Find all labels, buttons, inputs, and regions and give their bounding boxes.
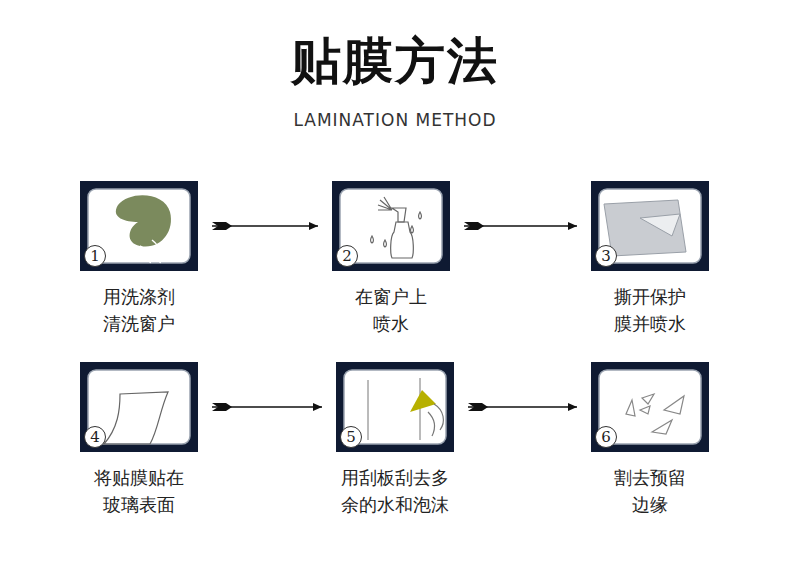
step-arrow (212, 403, 322, 411)
step-panels (80, 181, 709, 452)
step-arrow (464, 222, 577, 230)
step-caption: 在窗户上 喷水 (346, 283, 436, 337)
step-panel: 2 (332, 181, 450, 271)
step-caption: 割去预留 边缘 (605, 464, 695, 518)
step-caption: 用刮板刮去多 余的水和泡沫 (336, 464, 454, 518)
film-sheet (104, 392, 168, 444)
step-number: 4 (84, 426, 106, 448)
step-card: 4 将贴膜贴在 玻璃表面 (80, 362, 198, 518)
window-panes (88, 189, 701, 444)
step-number: 5 (340, 426, 362, 448)
step-arrow (468, 403, 577, 411)
step-caption: 撕开保护 膜并喷水 (605, 283, 695, 337)
page-title: 贴膜方法 (0, 28, 790, 95)
step-card: 6 割去预留 边缘 (591, 362, 709, 518)
step-number: 2 (336, 245, 358, 267)
step-panel: 4 (80, 362, 198, 452)
step-number: 3 (595, 245, 617, 267)
step-card: 5 用刮板刮去多 余的水和泡沫 (336, 362, 454, 518)
step-card: 3 撕开保护 膜并喷水 (591, 181, 709, 337)
spray-bottle (371, 197, 422, 258)
step-panel: 1 (80, 181, 198, 271)
step-number: 6 (595, 426, 617, 448)
sponge-hand (116, 195, 171, 263)
step-caption: 将贴膜贴在 玻璃表面 (84, 464, 194, 518)
step-card: 1 用洗涤剂 清洗窗户 (80, 181, 198, 337)
squeegee (368, 378, 443, 440)
step-caption: 用洗涤剂 清洗窗户 (94, 283, 184, 337)
step-panel: 6 (591, 362, 709, 452)
step-card: 2 在窗户上 喷水 (332, 181, 450, 337)
step-number: 1 (84, 245, 106, 267)
cut-edges (626, 394, 684, 434)
step-panel: 5 (336, 362, 454, 452)
step-arrow (212, 222, 318, 230)
step-panel: 3 (591, 181, 709, 271)
subtitle: LAMINATION METHOD (0, 110, 790, 130)
protective-film (604, 200, 686, 256)
